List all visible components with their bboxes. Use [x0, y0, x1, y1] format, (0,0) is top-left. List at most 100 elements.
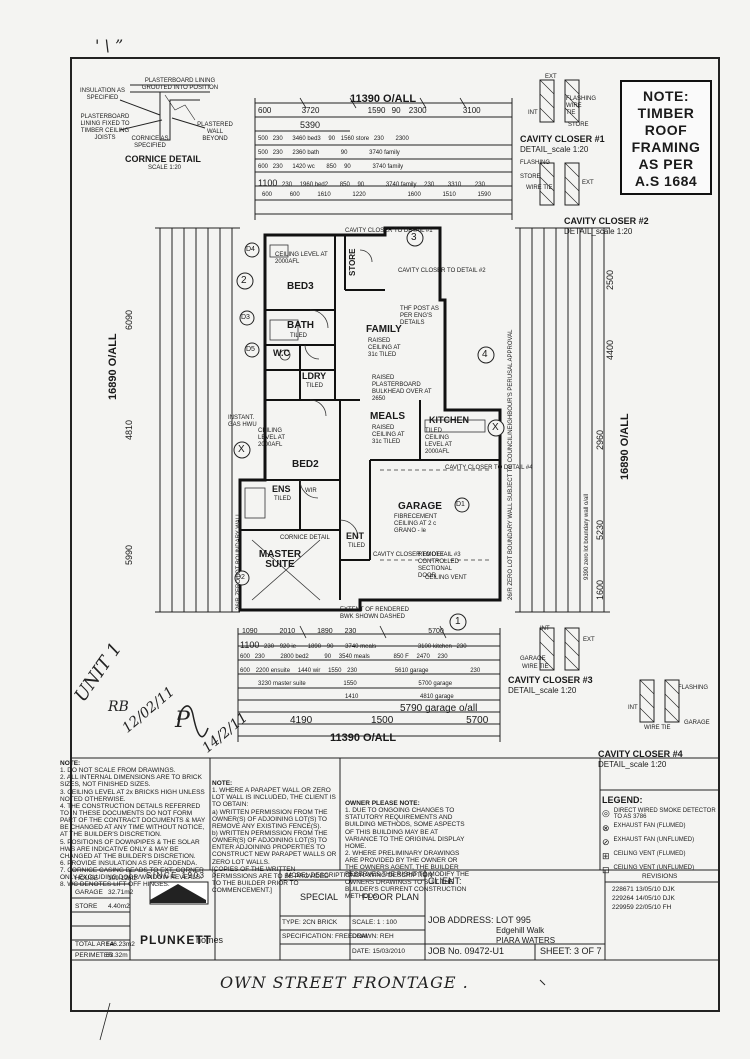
drawing-sheet-border: [70, 57, 720, 1012]
dim-value: 600: [240, 654, 251, 660]
dim-value: 230: [437, 654, 448, 660]
note-item: 5. POSITIONS OF DOWNPIPES & THE SOLAR HW…: [60, 838, 200, 860]
legend-item: ⊘EXHAUST FAN (UNFLUMED): [602, 837, 718, 848]
dim-value: 1410: [345, 694, 359, 700]
grid-mark: 3: [411, 232, 417, 243]
dim-top-row5: 600 230 1420 wc 850 90 3740 family: [258, 164, 403, 171]
cornice-label: PLASTERED WALL BEYOND: [197, 122, 233, 142]
area-value: 63.32m: [106, 952, 128, 959]
dim-value: 600: [258, 164, 269, 170]
plan-note: EXTENT OF RENDERED BWK SHOWN DASHED: [340, 607, 409, 620]
corner-marks: ' \ ”: [95, 36, 124, 55]
detail-label: EXT: [583, 637, 595, 643]
detail-title: CAVITY CLOSER #1: [520, 134, 605, 144]
smoke-detector-icon: ◎: [602, 808, 610, 818]
dim-value: 2010: [279, 628, 296, 635]
dim-value: 1100: [240, 640, 260, 650]
plan-note: CAVITY CLOSER TO DETAIL #3: [373, 552, 461, 558]
brand-logo-sub: homes: [196, 935, 224, 945]
detail-scale: DETAIL_scale 1:20: [564, 227, 633, 236]
dim-value: 3740 family: [369, 150, 400, 156]
dim-value: 1220: [352, 192, 366, 198]
dim-value: 5700 garage: [418, 681, 453, 687]
brand-since: SINCE 1903: [146, 871, 206, 880]
left-seg-2: 4810: [124, 419, 134, 440]
brand-logo-name: PLUNKETT: [140, 933, 212, 947]
dim-value: 1550: [328, 668, 342, 674]
note-line: AS PER: [638, 156, 694, 172]
area-value: 109.12m2: [108, 875, 137, 882]
detail-scale: DETAIL_scale 1:20: [508, 686, 577, 695]
note-item: b) WRITTEN PERMISSION FROM THE OWNER(S) …: [212, 829, 337, 866]
dim-value: 230: [373, 136, 384, 142]
cornice-label: CORNICE AS SPECIFIED: [131, 136, 169, 149]
dim-value: 500: [258, 136, 269, 142]
detail-title: CAVITY CLOSER #3: [508, 675, 593, 685]
handwritten-sign: P: [175, 708, 190, 733]
note-item: 1. WHERE A PARAPET WALL OR ZERO LOT WALL…: [212, 787, 336, 809]
notes-title: OWNER PLEASE NOTE:: [345, 800, 420, 807]
tb-drawing: FLOOR PLAN: [362, 892, 420, 902]
dim-value: 3100 kitchen: [417, 644, 452, 650]
dim-value: 3100: [462, 106, 481, 115]
grid-mark: 1: [455, 616, 461, 627]
tb-sheet: SHEET: 3 OF 7: [540, 946, 602, 956]
note-item: 1. DUE TO ONGOING CHANGES TO STATUTORY R…: [345, 807, 465, 850]
cornice-label: PLASTERBOARD LINING GROUTED INTO POSITIO…: [141, 78, 219, 91]
room-bed3-note: CEILING LEVEL AT 2000AFL: [275, 252, 328, 265]
notes-title: NOTE:: [60, 760, 81, 767]
dim-value: 600: [289, 192, 300, 198]
plan-note: CAVITY CLOSER TO DETAIL #2: [398, 268, 486, 274]
dim-value: 5700: [466, 715, 489, 726]
dim-value: 2200 ensuite: [255, 668, 291, 674]
grid-mark: D1: [456, 501, 465, 508]
note-item: 2. WHERE PRELIMINARY DRAWINGS ARE PROVID…: [345, 849, 470, 900]
dim-value: 230: [254, 654, 265, 660]
detail-label: FLASHING WIRE TIE: [566, 96, 597, 116]
plan-note: CEILING VENT: [425, 575, 467, 581]
dim-value: 850: [326, 164, 337, 170]
room-family: FAMILY: [366, 324, 402, 335]
left-zero-lot-wall: 26/R ZERO LOT BOUNDARY WALL: [236, 512, 242, 610]
dim-value: 3740 meals: [345, 644, 377, 650]
dim-bottom-row5: 3230 master suite 1550 5700 garage: [258, 681, 452, 688]
dim-value: 5610 garage: [394, 668, 429, 674]
room-bed2-note: CEILING LEVEL AT 2000AFL: [258, 428, 285, 448]
exhaust-fan-unflumed-icon: ⊘: [602, 837, 610, 847]
legend-text: EXHAUST FAN (UNFLUMED): [613, 837, 695, 843]
dim-value: 90: [344, 164, 351, 170]
ceiling-vent-icon: ⊞: [602, 851, 610, 861]
tb-drawn: DRAWN: REH: [352, 933, 394, 940]
room-family-note: RAISED CEILING AT 31c TILED: [368, 338, 401, 358]
dim-top-row2: 5390: [300, 120, 321, 130]
dim-bottom-row8: 4190 1500 5700: [290, 716, 488, 726]
dim-value: 2300: [408, 106, 427, 115]
cornice-label: PLASTERBOARD LINING FIXED TO TIMBER CEIL…: [80, 114, 130, 141]
dim-value: 2300: [395, 136, 409, 142]
area-value: 4.40m2: [108, 903, 130, 910]
note-line: FRAMING: [631, 139, 701, 155]
dim-value: 230: [282, 182, 293, 188]
dim-value: 600: [262, 192, 273, 198]
dim-value: 4810 garage: [420, 694, 454, 700]
dim-value: 2470: [416, 654, 430, 660]
tb-client-label: CLIENT:: [428, 876, 462, 886]
grid-mark: D4: [246, 246, 255, 253]
plan-note: THF POST AS PER ENG'S DETAILS: [400, 306, 439, 326]
detail-label: INT: [540, 626, 550, 632]
tb-revision: 229959 22/05/10 FH: [612, 904, 672, 911]
room-store: STORE: [348, 248, 357, 276]
dim-bottom-row1: 1090 2010 1890 230 5700: [242, 628, 444, 636]
tb-job-address-1: LOT 995: [496, 915, 531, 925]
legend-item: ◎DIRECT WIRED SMOKE DETECTOR TO AS 3786: [602, 808, 718, 820]
dim-value: 1090: [242, 628, 258, 635]
detail-label: STORE: [568, 122, 589, 128]
note-line: TIMBER: [637, 105, 695, 121]
detail-label: WIRE TIE: [526, 185, 553, 191]
tb-type: TYPE: 2CN BRICK: [282, 919, 338, 926]
right-seg-4: 5230: [595, 519, 605, 540]
area-label: TOTAL AREA: [75, 941, 115, 948]
dim-value: 230: [344, 628, 357, 635]
grid-mark: 2: [241, 275, 247, 286]
dim-value: 230: [470, 668, 481, 674]
